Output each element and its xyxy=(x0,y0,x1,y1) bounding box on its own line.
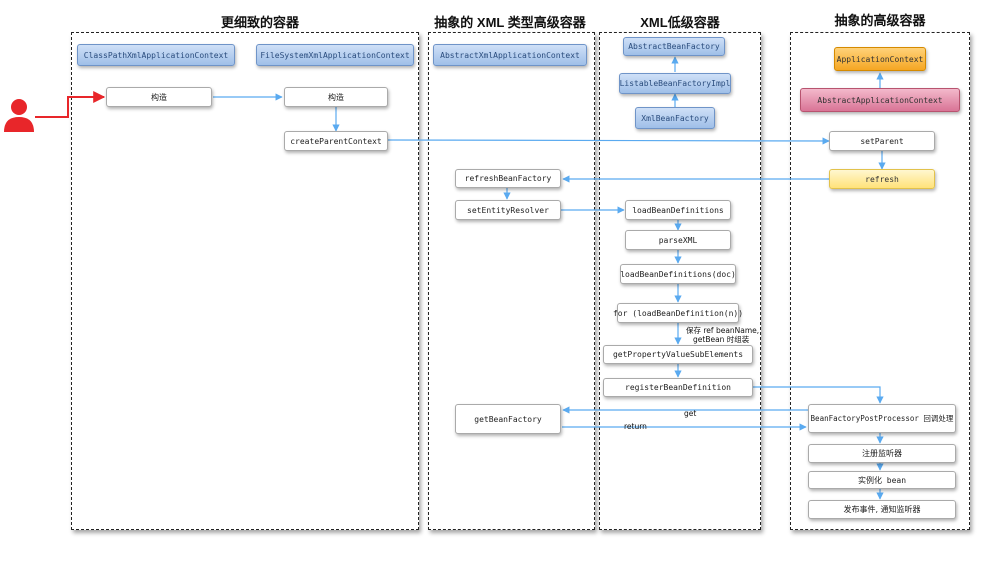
instantiate-bean-node: 实例化 bean xyxy=(808,471,956,489)
register-listeners-node: 注册监听器 xyxy=(808,444,956,463)
parse-xml-node: parseXML xyxy=(625,230,731,250)
get-edge-label: get xyxy=(684,409,697,418)
refresh-bean-factory-node: refreshBeanFactory xyxy=(455,169,561,188)
get-property-value-sub-elements-node: getPropertyValueSubElements xyxy=(603,345,753,364)
column-title-detailed-container: 更细致的容器 xyxy=(220,15,299,30)
xml-bean-factory: XmlBeanFactory xyxy=(635,107,715,129)
publish-event-node: 发布事件, 通知监听器 xyxy=(808,500,956,519)
create-parent-context-node: createParentContext xyxy=(284,131,388,151)
lane-abstract-xml-container xyxy=(428,32,595,530)
register-bean-definition-node: registerBeanDefinition xyxy=(603,378,753,397)
application-context: ApplicationContext xyxy=(834,47,926,71)
filesystem-xml-application-context: FileSystemXmlApplicationContext xyxy=(256,44,414,66)
return-edge-label: return xyxy=(624,422,647,431)
construct-node-2: 构造 xyxy=(284,87,388,107)
abstract-xml-application-context: AbstractXmlApplicationContext xyxy=(433,44,587,66)
column-title-xml-low-level-container: XML低级容器 xyxy=(640,15,720,30)
refresh-node: refresh xyxy=(829,169,935,189)
user-icon xyxy=(4,99,34,132)
column-title-abstract-high-level-container: 抽象的高级容器 xyxy=(834,13,926,28)
load-bean-definitions-doc-node: loadBeanDefinitions(doc) xyxy=(620,264,736,284)
for-load-bean-definition-node: for (loadBeanDefinition(n)) xyxy=(613,303,743,323)
user-to-construct-arrow xyxy=(35,91,106,118)
column-title-abstract-xml-container: 抽象的 XML 类型高级容器 xyxy=(434,15,586,30)
abstract-bean-factory: AbstractBeanFactory xyxy=(623,37,725,56)
ref-note-line-2: getBean 时组装 xyxy=(693,335,750,344)
get-bean-factory-node: getBeanFactory xyxy=(455,404,561,434)
set-entity-resolver-node: setEntityResolver xyxy=(455,200,561,220)
load-bean-definitions-node: loadBeanDefinitions xyxy=(625,200,731,220)
ref-note-line-1: 保存 ref beanName, xyxy=(686,326,760,335)
construct-node-1: 构造 xyxy=(106,87,212,107)
abstract-application-context: AbstractApplicationContext xyxy=(800,88,960,112)
lane-detailed-container xyxy=(71,32,419,530)
set-parent-node: setParent xyxy=(829,131,935,151)
classpath-xml-application-context: ClassPathXmlApplicationContext xyxy=(77,44,235,66)
listable-bean-factory-impl: ListableBeanFactoryImpl xyxy=(619,73,731,94)
bean-factory-post-processor-node: BeanFactoryPostProcessor 回调处理 xyxy=(808,404,956,433)
